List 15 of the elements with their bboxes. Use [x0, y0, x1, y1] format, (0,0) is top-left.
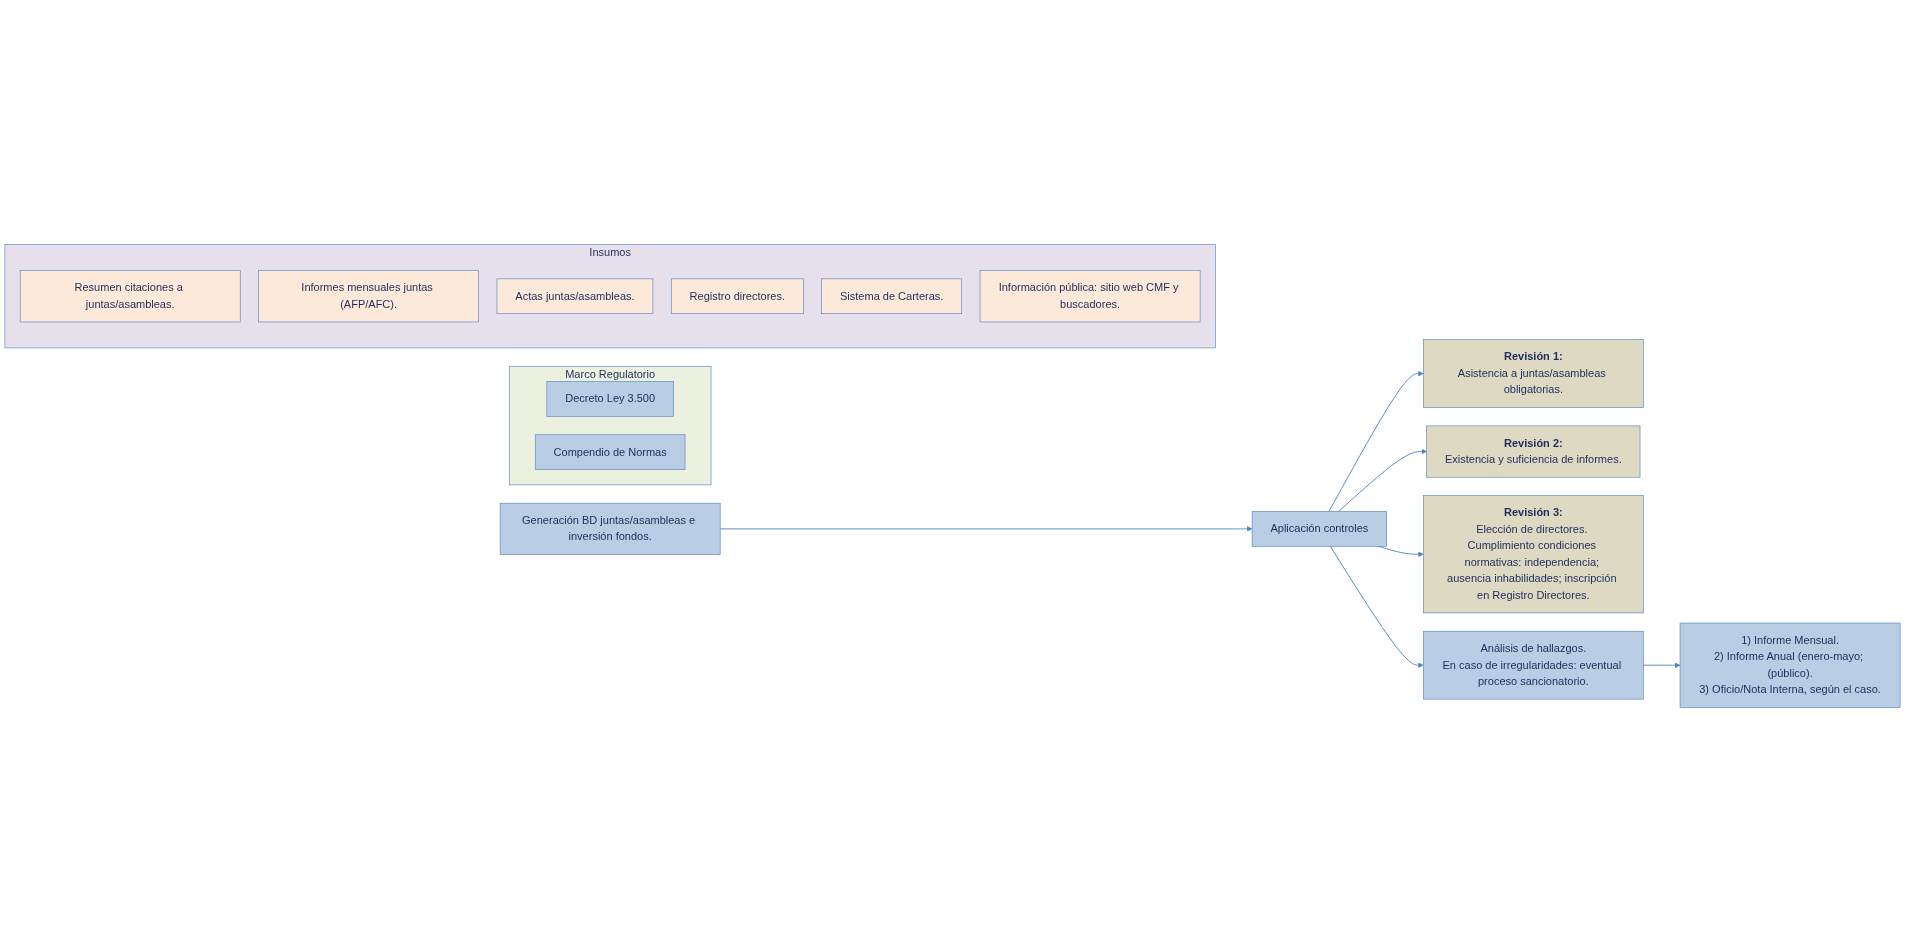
- node-box: Decreto Ley 3.500: [546, 381, 674, 417]
- node-box: Información pública: sitio web CMF y buscadores.: [979, 270, 1201, 323]
- node-box: Revisión 1: Asistencia a juntas/asambleas obligatorias.: [1423, 339, 1644, 408]
- node-box: Generación BD juntas/asambleas e inversión fondos.: [499, 502, 721, 555]
- node-box: Informes mensuales juntas (AFP/AFC).: [258, 270, 479, 323]
- node-box: Aplicación controles: [1251, 511, 1387, 547]
- node-box: Resumen citaciones a juntas/asambleas.: [19, 270, 241, 323]
- node-box: Revisión 2: Existencia y suficiencia de informes.: [1426, 425, 1641, 478]
- node-box: Sistema de Carteras.: [821, 278, 963, 314]
- node-box: Registro directores.: [670, 278, 804, 314]
- node-box: Actas juntas/asambleas.: [496, 278, 654, 314]
- node-box: Análisis de hallazgos. En caso de irregularidades: eventual proceso sancionatorio.: [1423, 630, 1644, 700]
- node-box: Revisión 3: Elección de directores. Cumplimiento condiciones normativas: independencia; ausencia inhabilidades; inscripción en Registro Directores.: [1423, 495, 1644, 614]
- node-box: 1) Informe Mensual. 2) Informe Anual (enero-mayo; (público). 3) Oficio/Nota Interna, según el caso.: [1679, 622, 1901, 708]
- node-box: Compendio de Normas: [534, 434, 686, 470]
